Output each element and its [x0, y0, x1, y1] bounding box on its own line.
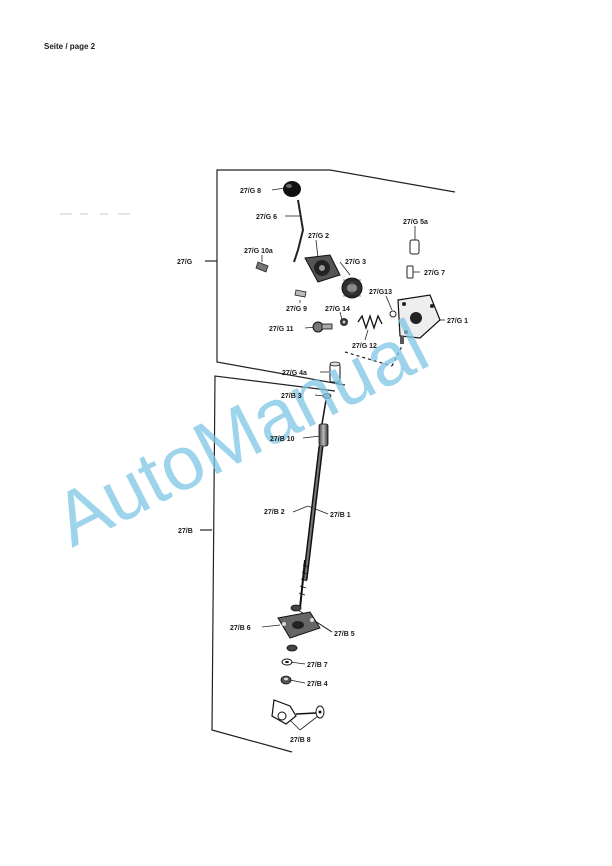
group-g-frame: [205, 169, 456, 386]
part-g9-pin: [294, 289, 307, 298]
part-label-b1: 27/B 1: [330, 512, 351, 519]
part-b8-ball-joint: [271, 699, 325, 725]
part-b4-nut: [280, 675, 292, 685]
part-label-b6: 27/B 6: [230, 625, 251, 632]
part-label-g13: 27/G13: [369, 289, 392, 296]
part-label-b5: 27/B 5: [334, 631, 355, 638]
part-label-b4: 27/B 4: [307, 681, 328, 688]
part-g3-gear: [341, 277, 363, 299]
part-g5a-bush: [409, 239, 420, 255]
part-label-g2: 27/G 2: [308, 233, 329, 240]
part-label-g10a: 27/G 10a: [244, 248, 273, 255]
part-label-b8: 27/B 8: [290, 737, 311, 744]
part-g14-nut: [340, 318, 348, 326]
part-b10-sleeve: [318, 423, 329, 447]
part-label-g6: 27/G 6: [256, 214, 277, 221]
group-label-g: 27/G: [177, 259, 193, 266]
part-label-g3: 27/G 3: [345, 259, 366, 266]
part-label-b10: 27/B 10: [270, 436, 295, 443]
part-b5-nut-upper: [290, 604, 302, 612]
part-g11-screw: [312, 321, 333, 333]
part-g10a-pin: [255, 261, 269, 273]
group-label-b: 27/B: [178, 528, 193, 535]
part-label-g4a: 27/G 4a: [282, 370, 307, 377]
page-label: Seite / page 2: [44, 42, 96, 51]
part-g2-shift-housing: [304, 254, 341, 283]
part-label-g8: 27/G 8: [240, 188, 261, 195]
part-label-g14: 27/G 14: [325, 306, 350, 313]
part-label-b2: 27/B 2: [264, 509, 285, 516]
part-label-g9: 27/G 9: [286, 306, 307, 313]
part-label-g5a: 27/G 5a: [403, 219, 428, 226]
watermark: AutoManual: [41, 303, 441, 563]
part-label-b7: 27/B 7: [307, 662, 328, 669]
part-label-g11: 27/G 11: [269, 326, 294, 333]
group-b-frame: [200, 375, 336, 753]
part-label-g7: 27/G 7: [424, 270, 445, 277]
part-g8-knob: [283, 181, 301, 197]
part-b6-flange: [277, 611, 321, 639]
part-g7-pin: [406, 265, 414, 279]
part-g4a-bush: [329, 361, 341, 383]
part-b7-washer: [281, 658, 293, 666]
part-b3-clip: [322, 393, 332, 399]
part-g12-spring: [357, 313, 383, 331]
part-label-b3: 27/B 3: [281, 393, 302, 400]
part-g1-housing: [397, 294, 441, 344]
part-b5-nut-lower: [286, 644, 298, 652]
part-label-g1: 27/G 1: [447, 318, 468, 325]
part-g13-ball: [389, 310, 397, 318]
part-b1-cable: [298, 399, 327, 609]
part-g6-lever: [293, 199, 305, 263]
part-label-g12: 27/G 12: [352, 343, 377, 350]
